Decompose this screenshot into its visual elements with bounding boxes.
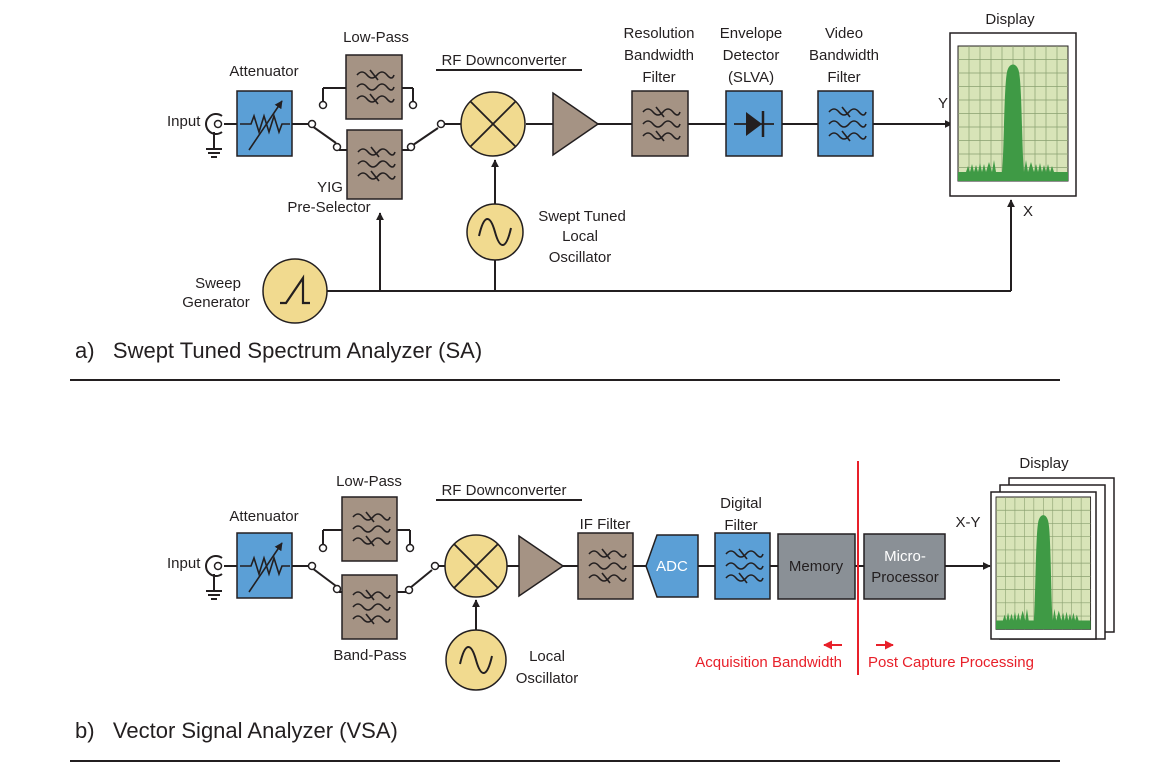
sa-yig-preselector-block bbox=[346, 129, 403, 200]
vsa-low-pass-filter-block bbox=[341, 496, 398, 562]
sa-yig-label: YIG bbox=[317, 179, 343, 196]
vsa-band-pass-filter-block bbox=[341, 574, 398, 640]
coax-connector-icon bbox=[205, 555, 223, 600]
sa-envelope-label-1: Envelope bbox=[720, 25, 783, 42]
sa-envelope-detector-block bbox=[725, 90, 783, 157]
vsa-if-filter-block bbox=[577, 532, 634, 600]
vsa-memory-block: Memory bbox=[777, 533, 856, 600]
variable-resistor-icon bbox=[240, 100, 290, 151]
sa-display-label: Display bbox=[985, 11, 1035, 28]
sa-lo-label-2: Local bbox=[562, 228, 598, 245]
sa-switch-contact bbox=[318, 100, 328, 110]
sine-wave-icon bbox=[478, 218, 512, 246]
vsa-switch-contact bbox=[430, 561, 440, 571]
sa-sweep-label-1: Sweep bbox=[195, 275, 241, 292]
vsa-local-oscillator bbox=[445, 629, 507, 691]
vsa-post-capture-label: Post Capture Processing bbox=[868, 654, 1034, 671]
vsa-if-filter-label: IF Filter bbox=[580, 516, 631, 533]
vsa-digital-label-1: Digital bbox=[720, 495, 762, 512]
sa-low-pass-filter-block bbox=[345, 54, 403, 120]
vsa-switch-contact bbox=[318, 543, 328, 553]
coax-connector-icon bbox=[205, 113, 223, 158]
amplifier-triangle-icon bbox=[518, 534, 565, 598]
vsa-memory-label: Memory bbox=[789, 558, 844, 575]
vsa-xy-label: X-Y bbox=[955, 514, 980, 531]
sa-rbw-filter-block bbox=[631, 90, 689, 157]
ramp-icon bbox=[280, 274, 310, 305]
vsa-switch-contact bbox=[307, 561, 317, 571]
variable-resistor-icon bbox=[240, 542, 290, 593]
sa-diagram: Input Attenuator Low-Pass YIG Pre-Select… bbox=[70, 11, 1077, 381]
mixer-x-icon bbox=[453, 543, 499, 589]
vsa-mixer bbox=[444, 534, 508, 598]
sa-sweep-label-2: Generator bbox=[182, 294, 250, 311]
amplifier-triangle-icon bbox=[552, 91, 600, 157]
vsa-micro-label-1: Micro- bbox=[884, 548, 926, 565]
vsa-switch-contact bbox=[332, 584, 342, 594]
diode-icon bbox=[734, 111, 774, 137]
sa-lo-label-3: Oscillator bbox=[549, 249, 612, 266]
sa-switch-contact bbox=[406, 142, 416, 152]
sa-vbw-label-3: Filter bbox=[827, 69, 860, 86]
sa-mixer bbox=[460, 91, 526, 157]
vsa-display-label: Display bbox=[1019, 455, 1069, 472]
vsa-input-label: Input bbox=[167, 555, 201, 572]
sa-switch-right-arm bbox=[412, 127, 439, 146]
vsa-caption: b) Vector Signal Analyzer (VSA) bbox=[75, 718, 398, 743]
sa-envelope-label-3: (SLVA) bbox=[728, 69, 774, 86]
sa-vbw-filter-block bbox=[817, 90, 874, 157]
sa-x-axis-label: X bbox=[1023, 203, 1033, 220]
sa-attenuator-label: Attenuator bbox=[229, 63, 298, 80]
sa-envelope-label-2: Detector bbox=[723, 47, 780, 64]
vsa-switch-contact bbox=[405, 543, 415, 553]
vsa-lo-label-1: Local bbox=[529, 648, 565, 665]
sa-vbw-label-2: Bandwidth bbox=[809, 47, 879, 64]
sa-y-axis-label: Y bbox=[938, 95, 948, 112]
sa-switch-contact bbox=[436, 119, 446, 129]
vsa-digital-filter-block bbox=[714, 532, 771, 600]
sa-switch-contact bbox=[332, 142, 342, 152]
sa-rbw-label-1: Resolution bbox=[624, 25, 695, 42]
vsa-acquisition-bandwidth-label: Acquisition Bandwidth bbox=[695, 654, 842, 671]
sa-switch-left-arm bbox=[311, 125, 337, 144]
sa-attenuator-block bbox=[236, 90, 293, 157]
vsa-adc-label: ADC bbox=[656, 558, 688, 575]
vsa-digital-label-2: Filter bbox=[724, 517, 757, 534]
vsa-lo-label-2: Oscillator bbox=[516, 670, 579, 687]
vsa-micro-label-2: Processor bbox=[871, 569, 939, 586]
sa-rf-downconverter-label: RF Downconverter bbox=[441, 52, 566, 69]
spectrum-display-icon bbox=[957, 45, 1069, 182]
vsa-display bbox=[990, 477, 1115, 640]
sa-swept-lo bbox=[466, 203, 524, 261]
vsa-band-pass-label: Band-Pass bbox=[333, 647, 406, 664]
spectrum-display-icon bbox=[995, 496, 1092, 630]
sa-display bbox=[949, 32, 1077, 197]
vsa-attenuator-label: Attenuator bbox=[229, 508, 298, 525]
sa-caption: a) Swept Tuned Spectrum Analyzer (SA) bbox=[75, 338, 482, 363]
vsa-attenuator-block bbox=[236, 532, 293, 599]
sa-switch-contact bbox=[408, 100, 418, 110]
sa-low-pass-label: Low-Pass bbox=[343, 29, 409, 46]
vsa-microprocessor-block: Micro- Processor bbox=[863, 533, 946, 600]
sa-input-label: Input bbox=[167, 113, 201, 130]
vsa-rf-downconverter-label: RF Downconverter bbox=[441, 482, 566, 499]
vsa-diagram: ADC Memory Micro- Processor bbox=[70, 455, 1115, 762]
sa-sweep-generator bbox=[262, 258, 328, 324]
vsa-adc-block: ADC bbox=[645, 534, 699, 598]
sa-rbw-label-2: Bandwidth bbox=[624, 47, 694, 64]
sa-rbw-label-3: Filter bbox=[642, 69, 675, 86]
vsa-low-pass-label: Low-Pass bbox=[336, 473, 402, 490]
sine-wave-icon bbox=[459, 646, 493, 674]
sa-preselector-label: Pre-Selector bbox=[287, 199, 370, 216]
vsa-switch-contact bbox=[404, 585, 414, 595]
vsa-switch-left-arm bbox=[311, 567, 337, 587]
mixer-x-icon bbox=[469, 100, 517, 148]
sa-vbw-label-1: Video bbox=[825, 25, 863, 42]
vsa-switch-right-arm bbox=[409, 569, 433, 589]
sa-lo-label-1: Swept Tuned bbox=[538, 208, 626, 225]
sa-switch-contact bbox=[307, 119, 317, 129]
